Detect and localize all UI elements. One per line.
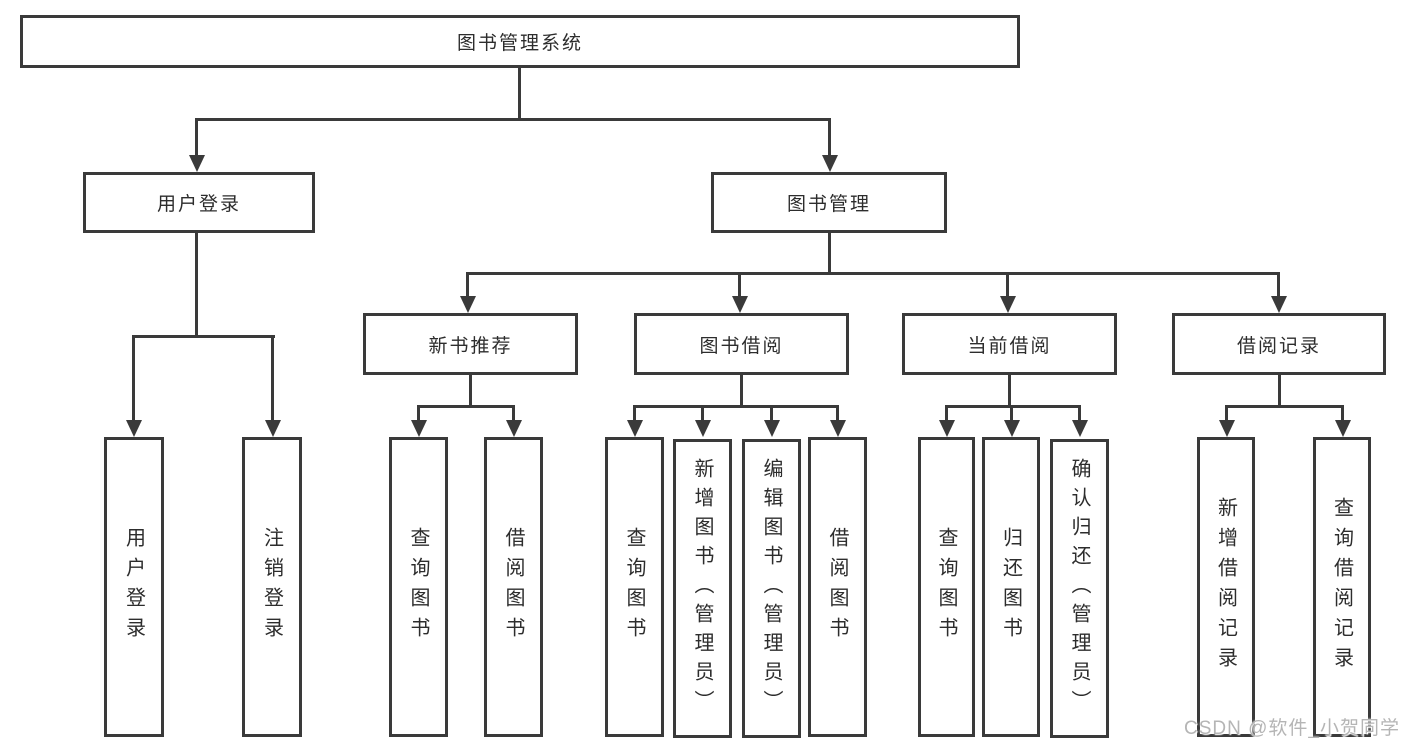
connector-line [195, 233, 198, 338]
connector-line [1008, 375, 1011, 408]
leaf-borrow-books-recommend: 借阅图书 [484, 437, 543, 737]
node-book-management: 图书管理 [711, 172, 947, 233]
connector-line [828, 233, 831, 275]
connector-line [518, 68, 521, 120]
arrow-down-icon [939, 420, 955, 437]
connector-line [195, 121, 198, 157]
connector-line [633, 408, 636, 420]
arrow-down-icon [1219, 420, 1235, 437]
leaf-query-books-recommend: 查询图书 [389, 437, 448, 737]
connector-line [1225, 405, 1344, 408]
connector-line [512, 408, 515, 420]
leaf-add-borrow-record: 新增借阅记录 [1197, 437, 1255, 737]
node-new-book-recommend: 新书推荐 [363, 313, 578, 375]
connector-line [417, 405, 515, 408]
node-user-login: 用户登录 [83, 172, 315, 233]
connector-line [466, 272, 1280, 275]
connector-line [738, 275, 741, 297]
node-borrow-records: 借阅记录 [1172, 313, 1386, 375]
leaf-return-books: 归还图书 [982, 437, 1040, 737]
connector-line [1278, 375, 1281, 408]
connector-line [1010, 408, 1013, 420]
node-book-borrow: 图书借阅 [634, 313, 849, 375]
arrow-down-icon [126, 420, 142, 437]
arrow-down-icon [265, 420, 281, 437]
arrow-down-icon [764, 420, 780, 437]
leaf-logout: 注销登录 [242, 437, 302, 737]
connector-line [132, 338, 135, 422]
connector-line [469, 375, 472, 408]
node-current-borrow: 当前借阅 [902, 313, 1117, 375]
connector-line [1078, 408, 1081, 420]
connector-line [945, 405, 1081, 408]
arrow-down-icon [732, 296, 748, 313]
arrow-down-icon [830, 420, 846, 437]
connector-line [701, 408, 704, 420]
arrow-down-icon [460, 296, 476, 313]
leaf-confirm-return-admin: 确认归还（管理员） [1050, 439, 1109, 738]
connector-line [770, 408, 773, 420]
arrow-down-icon [506, 420, 522, 437]
arrow-down-icon [822, 155, 838, 172]
connector-line [466, 275, 469, 297]
arrow-down-icon [1271, 296, 1287, 313]
leaf-query-books-current: 查询图书 [918, 437, 975, 737]
leaf-edit-books-admin: 编辑图书（管理员） [742, 439, 801, 738]
arrow-down-icon [1004, 420, 1020, 437]
leaf-query-books-borrow: 查询图书 [605, 437, 664, 737]
arrow-down-icon [1000, 296, 1016, 313]
connector-line [1341, 408, 1344, 420]
arrow-down-icon [411, 420, 427, 437]
connector-line [945, 408, 948, 420]
leaf-borrow-books: 借阅图书 [808, 437, 867, 737]
leaf-query-borrow-record: 查询借阅记录 [1313, 437, 1371, 737]
connector-line [132, 335, 275, 338]
arrow-down-icon [189, 155, 205, 172]
arrow-down-icon [1072, 420, 1088, 437]
connector-line [195, 118, 831, 121]
connector-line [836, 408, 839, 420]
arrow-down-icon [695, 420, 711, 437]
arrow-down-icon [627, 420, 643, 437]
connector-line [633, 405, 839, 408]
connector-line [1225, 408, 1228, 420]
connector-line [1006, 275, 1009, 297]
connector-line [828, 121, 831, 157]
csdn-watermark: CSDN @软件_小贺同学 [1184, 718, 1400, 739]
connector-line [271, 338, 274, 422]
leaf-user-login: 用户登录 [104, 437, 164, 737]
connector-line [417, 408, 420, 420]
connector-line [1277, 275, 1280, 297]
arrow-down-icon [1335, 420, 1351, 437]
connector-line [740, 375, 743, 408]
node-library-management-system: 图书管理系统 [20, 15, 1020, 68]
leaf-add-books-admin: 新增图书（管理员） [673, 439, 732, 738]
